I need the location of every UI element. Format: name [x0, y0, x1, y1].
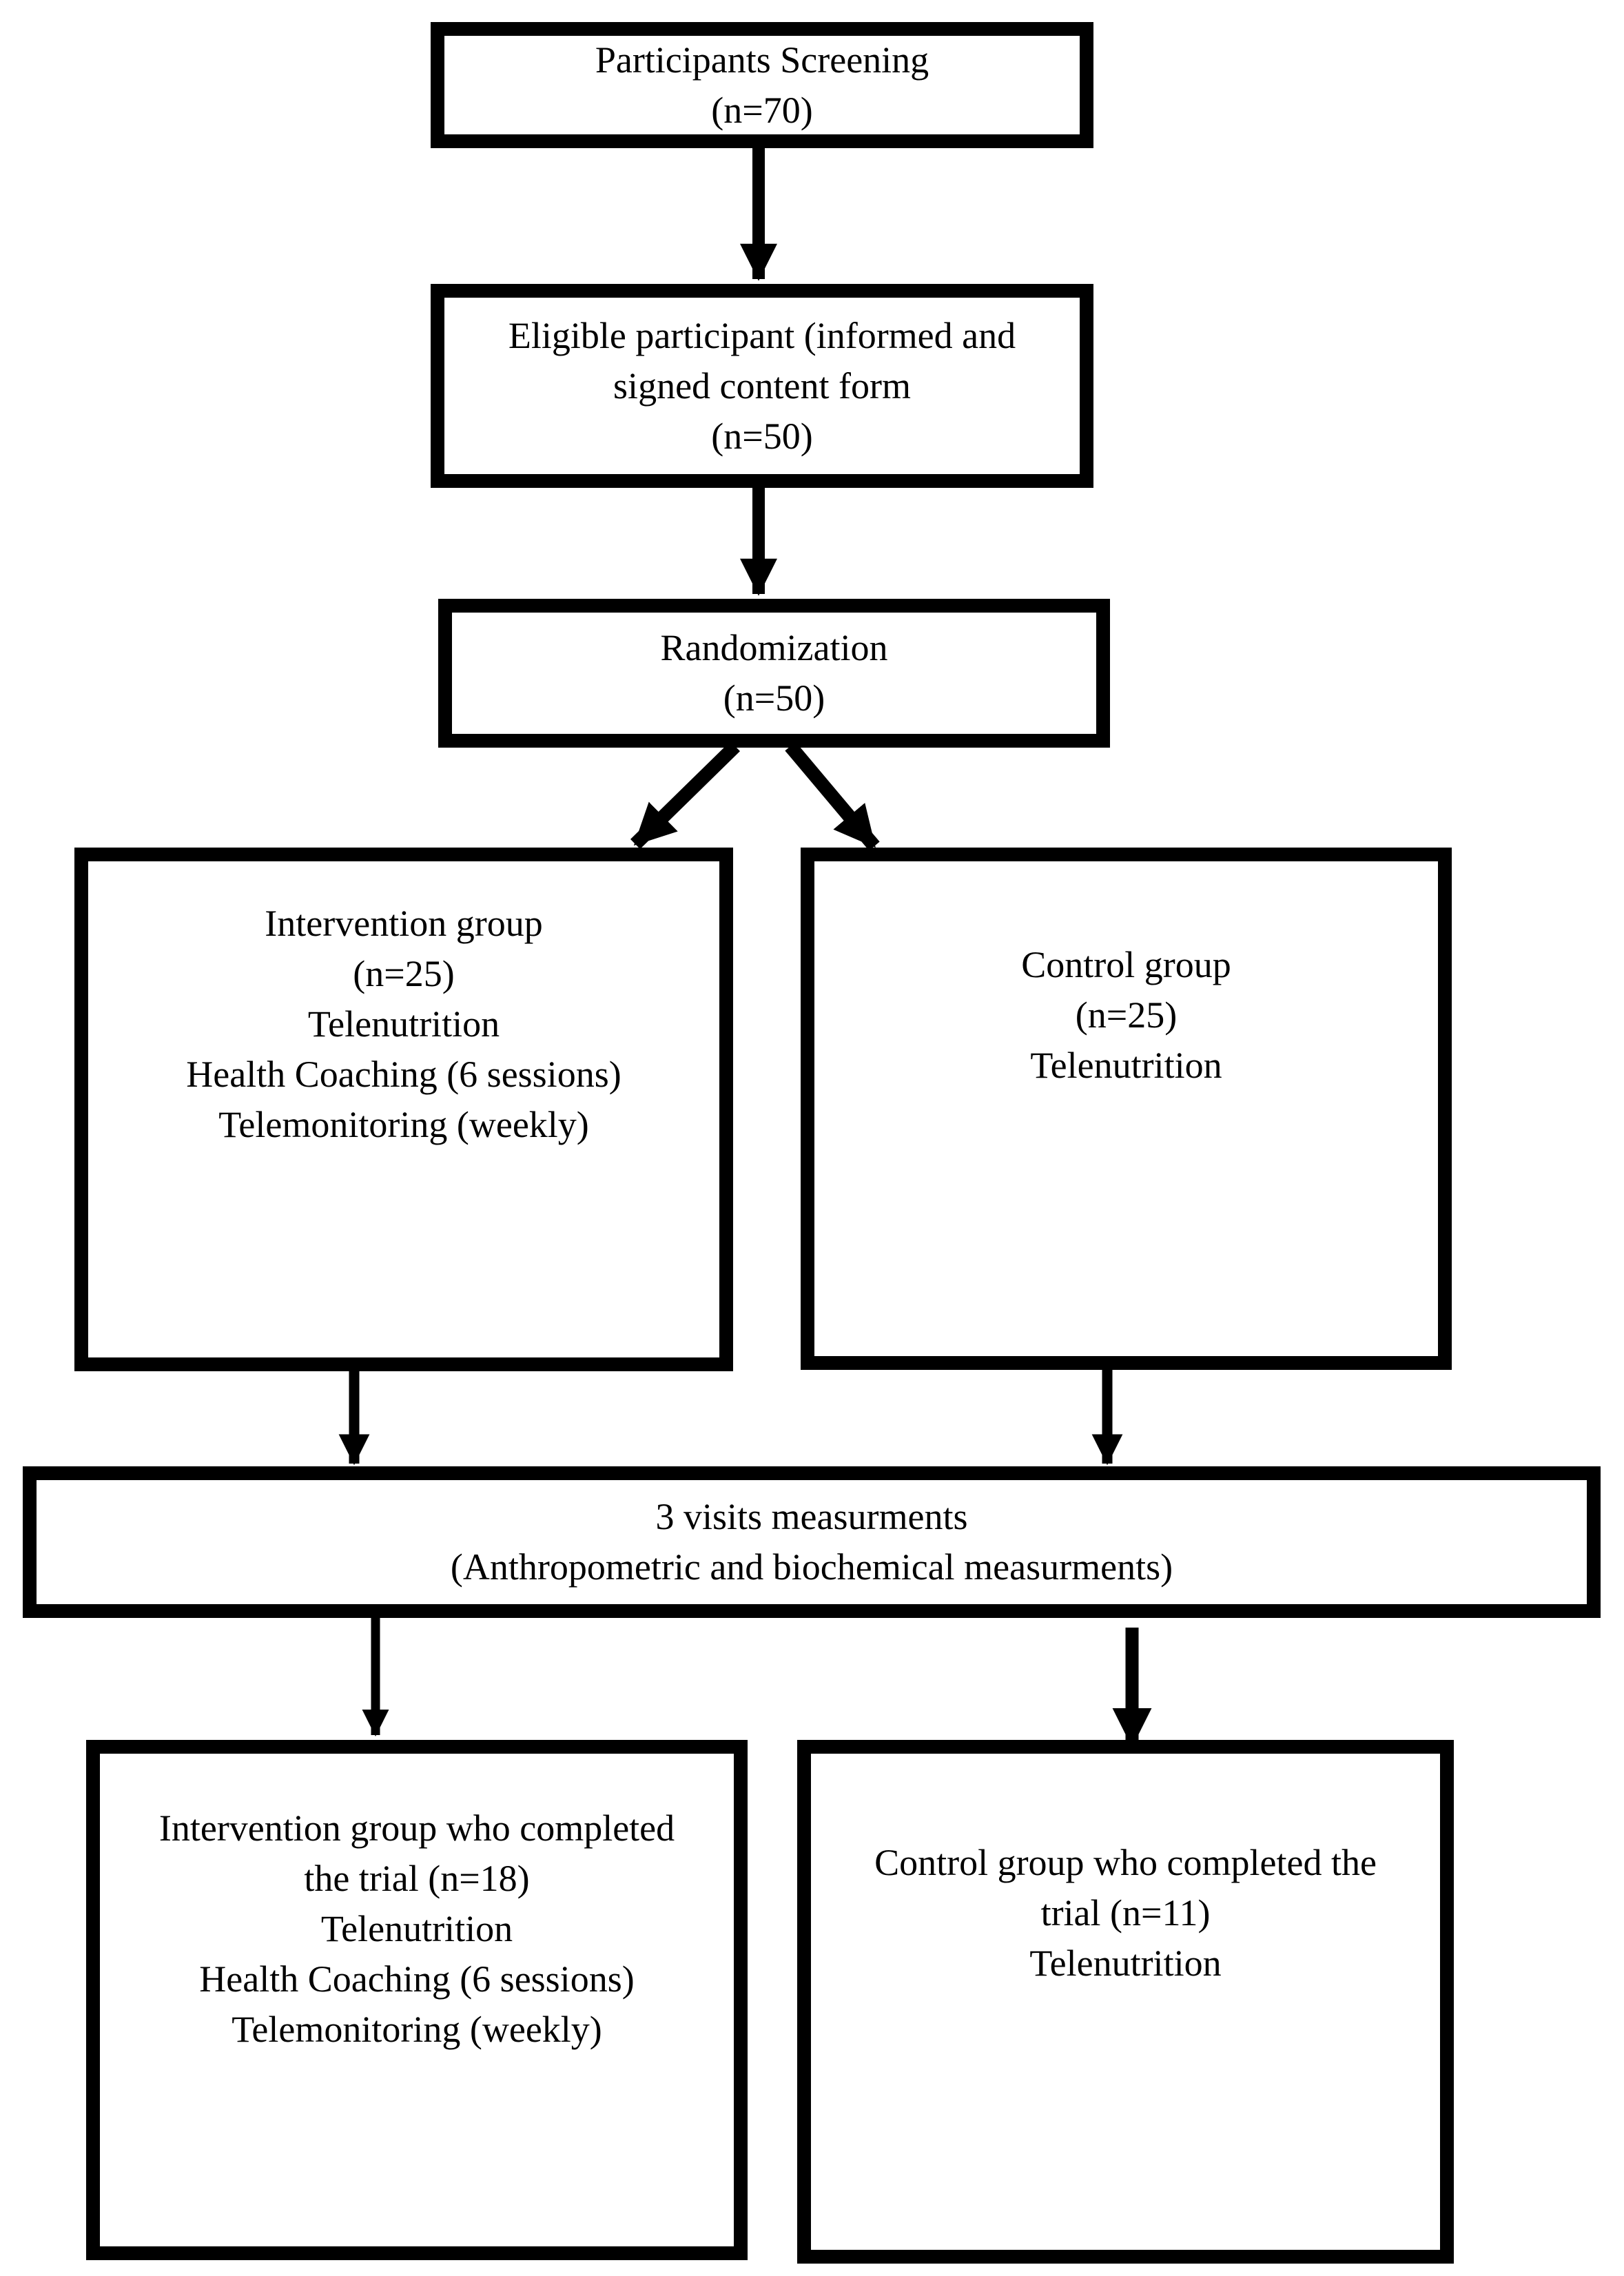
node-intervention-group-completed: Intervention group who completed the tri… [86, 1740, 748, 2260]
node-text-line: (n=50) [711, 415, 813, 457]
node-participants-screening: Participants Screening (n=70) [431, 22, 1093, 148]
arrow-randomization-to-intervention-icon [630, 741, 740, 850]
node-text-line: (Anthropometric and biochemical measurme… [450, 1546, 1173, 1588]
node-text-line: Control group [1021, 944, 1231, 985]
node-text-line: (n=70) [711, 89, 813, 131]
node-text-line: (n=50) [723, 677, 825, 719]
node-text-line: Health Coaching (6 sessions) [199, 1958, 635, 2000]
node-text-line: Control group who completed the [874, 1842, 1377, 1883]
node-text-line: Randomization [660, 627, 888, 668]
node-text-line: Telenutrition [320, 1908, 513, 1949]
node-text-line: Intervention group [265, 903, 543, 944]
node-text-line: Telemonitoring (weekly) [232, 2009, 602, 2050]
node-text-line: (n=25) [353, 953, 455, 994]
node-randomization: Randomization (n=50) [438, 599, 1110, 748]
node-intervention-group: Intervention group (n=25) Telenutrition … [74, 848, 733, 1371]
node-control-group: Control group (n=25) Telenutrition [801, 848, 1452, 1370]
node-text-line: Participants Screening [595, 39, 929, 81]
node-text-line: signed content form [613, 365, 911, 407]
node-text-line: Eligible participant (informed and [508, 314, 1016, 356]
node-control-group-completed: Control group who completed the trial (n… [797, 1740, 1454, 2264]
node-text-line: Health Coaching (6 sessions) [186, 1054, 621, 1095]
node-text-line: (n=25) [1075, 994, 1178, 1036]
node-text-line: trial (n=11) [1040, 1892, 1211, 1934]
arrow-randomization-to-control-icon [785, 741, 880, 851]
node-text-line: Telemonitoring (weekly) [218, 1104, 589, 1145]
node-visits-measurements: 3 visits measurments (Anthropometric and… [23, 1466, 1601, 1618]
node-text-line: Telenutrition [1029, 1942, 1222, 1984]
node-text-line: Intervention group who completed [158, 1807, 675, 1849]
node-eligible-participants: Eligible participant (informed and signe… [431, 284, 1093, 488]
node-text-line: the trial (n=18) [304, 1858, 530, 1899]
node-text-line: Telenutrition [1030, 1045, 1222, 1086]
node-text-line: Telenutrition [307, 1003, 500, 1045]
node-text-line: 3 visits measurments [655, 1496, 968, 1537]
